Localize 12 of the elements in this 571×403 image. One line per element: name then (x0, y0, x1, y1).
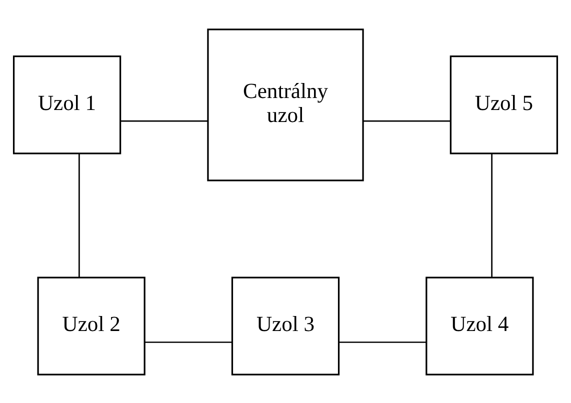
node-box: Uzol 3 (231, 276, 340, 375)
node-box: Centrálny uzol (207, 28, 364, 181)
connector (491, 152, 492, 276)
node-box: Uzol 5 (450, 55, 558, 154)
connector (78, 154, 80, 277)
connector (144, 341, 232, 342)
node-box: Uzol 2 (37, 276, 146, 375)
node-box: Uzol 4 (426, 276, 534, 375)
connector (120, 120, 208, 122)
connector (363, 120, 451, 122)
connector (339, 341, 426, 342)
node-box: Uzol 1 (12, 55, 122, 154)
